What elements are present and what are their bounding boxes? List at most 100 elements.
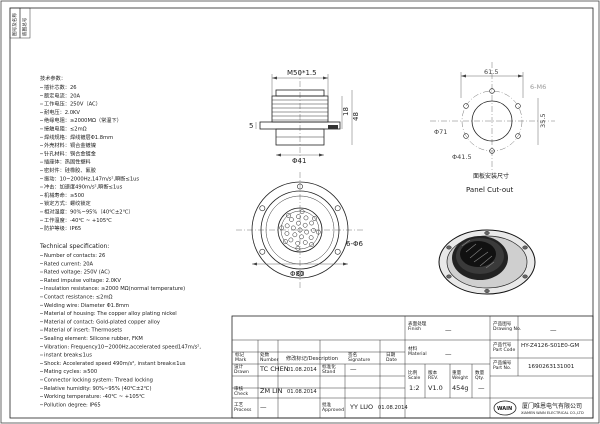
cn-spec-item: 针孔材料：铜合金镀金 bbox=[44, 149, 97, 157]
contact-pin bbox=[295, 246, 301, 251]
cutout-hole bbox=[463, 103, 469, 109]
contact-pin bbox=[296, 214, 301, 219]
cn-spec-item: 插座体：热固性塑料 bbox=[44, 158, 91, 166]
part-no-value: 1690263131001 bbox=[528, 364, 575, 370]
cn-spec-item: 工作电压：250V（AC） bbox=[44, 100, 101, 108]
weight-value: 454g bbox=[452, 384, 469, 392]
cn-spec-item: 插针芯数：26 bbox=[44, 83, 77, 91]
cn-spec-item: 防护等级：IP65 bbox=[44, 224, 81, 232]
cn-spec-item: 冲击：加速度490m/s²,瞬断≤1us bbox=[44, 183, 123, 191]
contact-pin bbox=[289, 217, 294, 222]
company-logo: WAIN bbox=[493, 400, 517, 416]
en-spec-item: Material of insert: Thermosets bbox=[44, 328, 122, 334]
contact-pin bbox=[297, 227, 303, 233]
side-dim-48: 48 bbox=[352, 112, 360, 121]
contact-pin bbox=[309, 242, 314, 247]
cn-spec-list: 插针芯数：26额定电流：20A工作电压：250V（AC）耐电压：2.0KV绝缘电… bbox=[40, 83, 139, 232]
en-spec-item: Connector locking system: Thread locking bbox=[44, 378, 153, 384]
cn-spec-item: 机械寿命：≥500 bbox=[44, 191, 84, 199]
isometric-view bbox=[438, 229, 536, 295]
side-dim-5: 5 bbox=[249, 122, 253, 130]
front-holes-dim: 6-Φ6 bbox=[346, 240, 363, 248]
cutout-hole bbox=[463, 133, 469, 139]
front-view: 6-Φ6 Φ80 bbox=[236, 172, 364, 290]
cn-spec-item: 焊线规格：焊线镀层Φ1.8mm bbox=[44, 133, 113, 141]
contact-pins bbox=[279, 209, 321, 251]
side-dia-41: Φ41 bbox=[292, 157, 306, 165]
en-spec-item: Shock: Accelerated speed 490m/s², instan… bbox=[44, 361, 186, 367]
mounting-holes bbox=[259, 183, 341, 277]
row-value: — bbox=[350, 365, 357, 373]
en-spec-item: Material of housing: The copper alloy pl… bbox=[44, 311, 177, 317]
iso-mounting-holes bbox=[446, 231, 528, 293]
iso-hole bbox=[446, 245, 452, 250]
row-name: ZM LIN bbox=[260, 387, 283, 395]
qty-value: — bbox=[478, 384, 485, 392]
iso-hole bbox=[446, 274, 452, 279]
cn-spec-item: 接触电阻：≤2mΩ bbox=[44, 125, 87, 133]
row-name: TC CHEN bbox=[259, 365, 289, 373]
en-spec-item: Insulation resistance: ≥2000 MΩ(normal t… bbox=[44, 286, 185, 292]
mounting-hole bbox=[297, 270, 303, 277]
en-spec-item: Working temperature: -40℃ ~ +105℃ bbox=[44, 394, 145, 400]
contact-pin bbox=[283, 239, 288, 244]
en-spec-item: Welding wire: Diameter Φ1.8mm bbox=[44, 303, 129, 309]
contact-pin bbox=[284, 223, 290, 229]
cutout-holes-m6: 6-M6 bbox=[530, 83, 546, 91]
front-dia-80: Φ80 bbox=[290, 270, 304, 278]
contact-pin bbox=[296, 220, 301, 226]
cutout-hole bbox=[515, 133, 521, 139]
spec-column: 技术参数： 插针芯数：26额定电流：20A工作电压：250V（AC）耐电压：2.… bbox=[39, 74, 201, 408]
cn-spec-title: 技术参数： bbox=[40, 74, 66, 82]
cn-spec-item: 工作温度：-40℃ ~ +105℃ bbox=[44, 216, 112, 224]
contact-pin bbox=[288, 237, 294, 243]
iso-hole bbox=[522, 245, 528, 250]
row-value: YY LUO bbox=[349, 403, 373, 411]
contact-pin bbox=[290, 225, 296, 231]
cn-spec-item: 绝缘电阻：≥2000MΩ（常温下） bbox=[44, 116, 122, 124]
cutout-holes bbox=[463, 88, 521, 154]
mounting-hole bbox=[259, 205, 266, 212]
archive-label-a: 图号及名称 bbox=[11, 13, 18, 36]
contact-pin bbox=[304, 229, 310, 235]
scale-value: 1:2 bbox=[409, 384, 419, 392]
cutout-hole bbox=[515, 103, 521, 109]
iso-hole bbox=[484, 289, 490, 293]
contact-pin bbox=[284, 231, 290, 236]
contact-pin bbox=[299, 209, 305, 214]
mounting-hole bbox=[334, 205, 341, 212]
cutout-dim-35-5: 35.5 bbox=[539, 114, 547, 128]
en-spec-title: Technical specification: bbox=[39, 243, 109, 250]
rev-desc-header: 修改标记/Description bbox=[286, 354, 338, 362]
archive-label-b: 底图总号 bbox=[21, 17, 28, 36]
cutout-dim-61-5: 61.5 bbox=[484, 68, 498, 76]
contact-pin bbox=[292, 232, 298, 238]
contact-pin bbox=[316, 229, 321, 235]
row-date: 01.08.2014 bbox=[287, 367, 317, 373]
cutout-hole bbox=[489, 88, 495, 94]
row-date: 01.08.2014 bbox=[287, 389, 317, 395]
en-spec-item: instant break≤1us bbox=[44, 353, 92, 359]
drawing-no-value: — bbox=[550, 326, 557, 334]
contact-pin bbox=[295, 240, 301, 246]
en-spec-item: Sealing element: Silicone rubber, FKM bbox=[44, 336, 143, 342]
row-value-date: 01.08.2014 bbox=[378, 405, 408, 411]
en-spec-item: Mating cycles: ≥500 bbox=[44, 369, 97, 375]
cn-spec-item: 耐电压：2.0KV bbox=[44, 108, 80, 116]
cn-spec-item: 密封件：硅橡胶、氟胶 bbox=[44, 166, 96, 174]
material-value: — bbox=[445, 350, 452, 358]
cn-spec-item: 外壳材料：铜合金镀镍 bbox=[44, 141, 96, 149]
rev-value: V1.0 bbox=[428, 384, 443, 392]
